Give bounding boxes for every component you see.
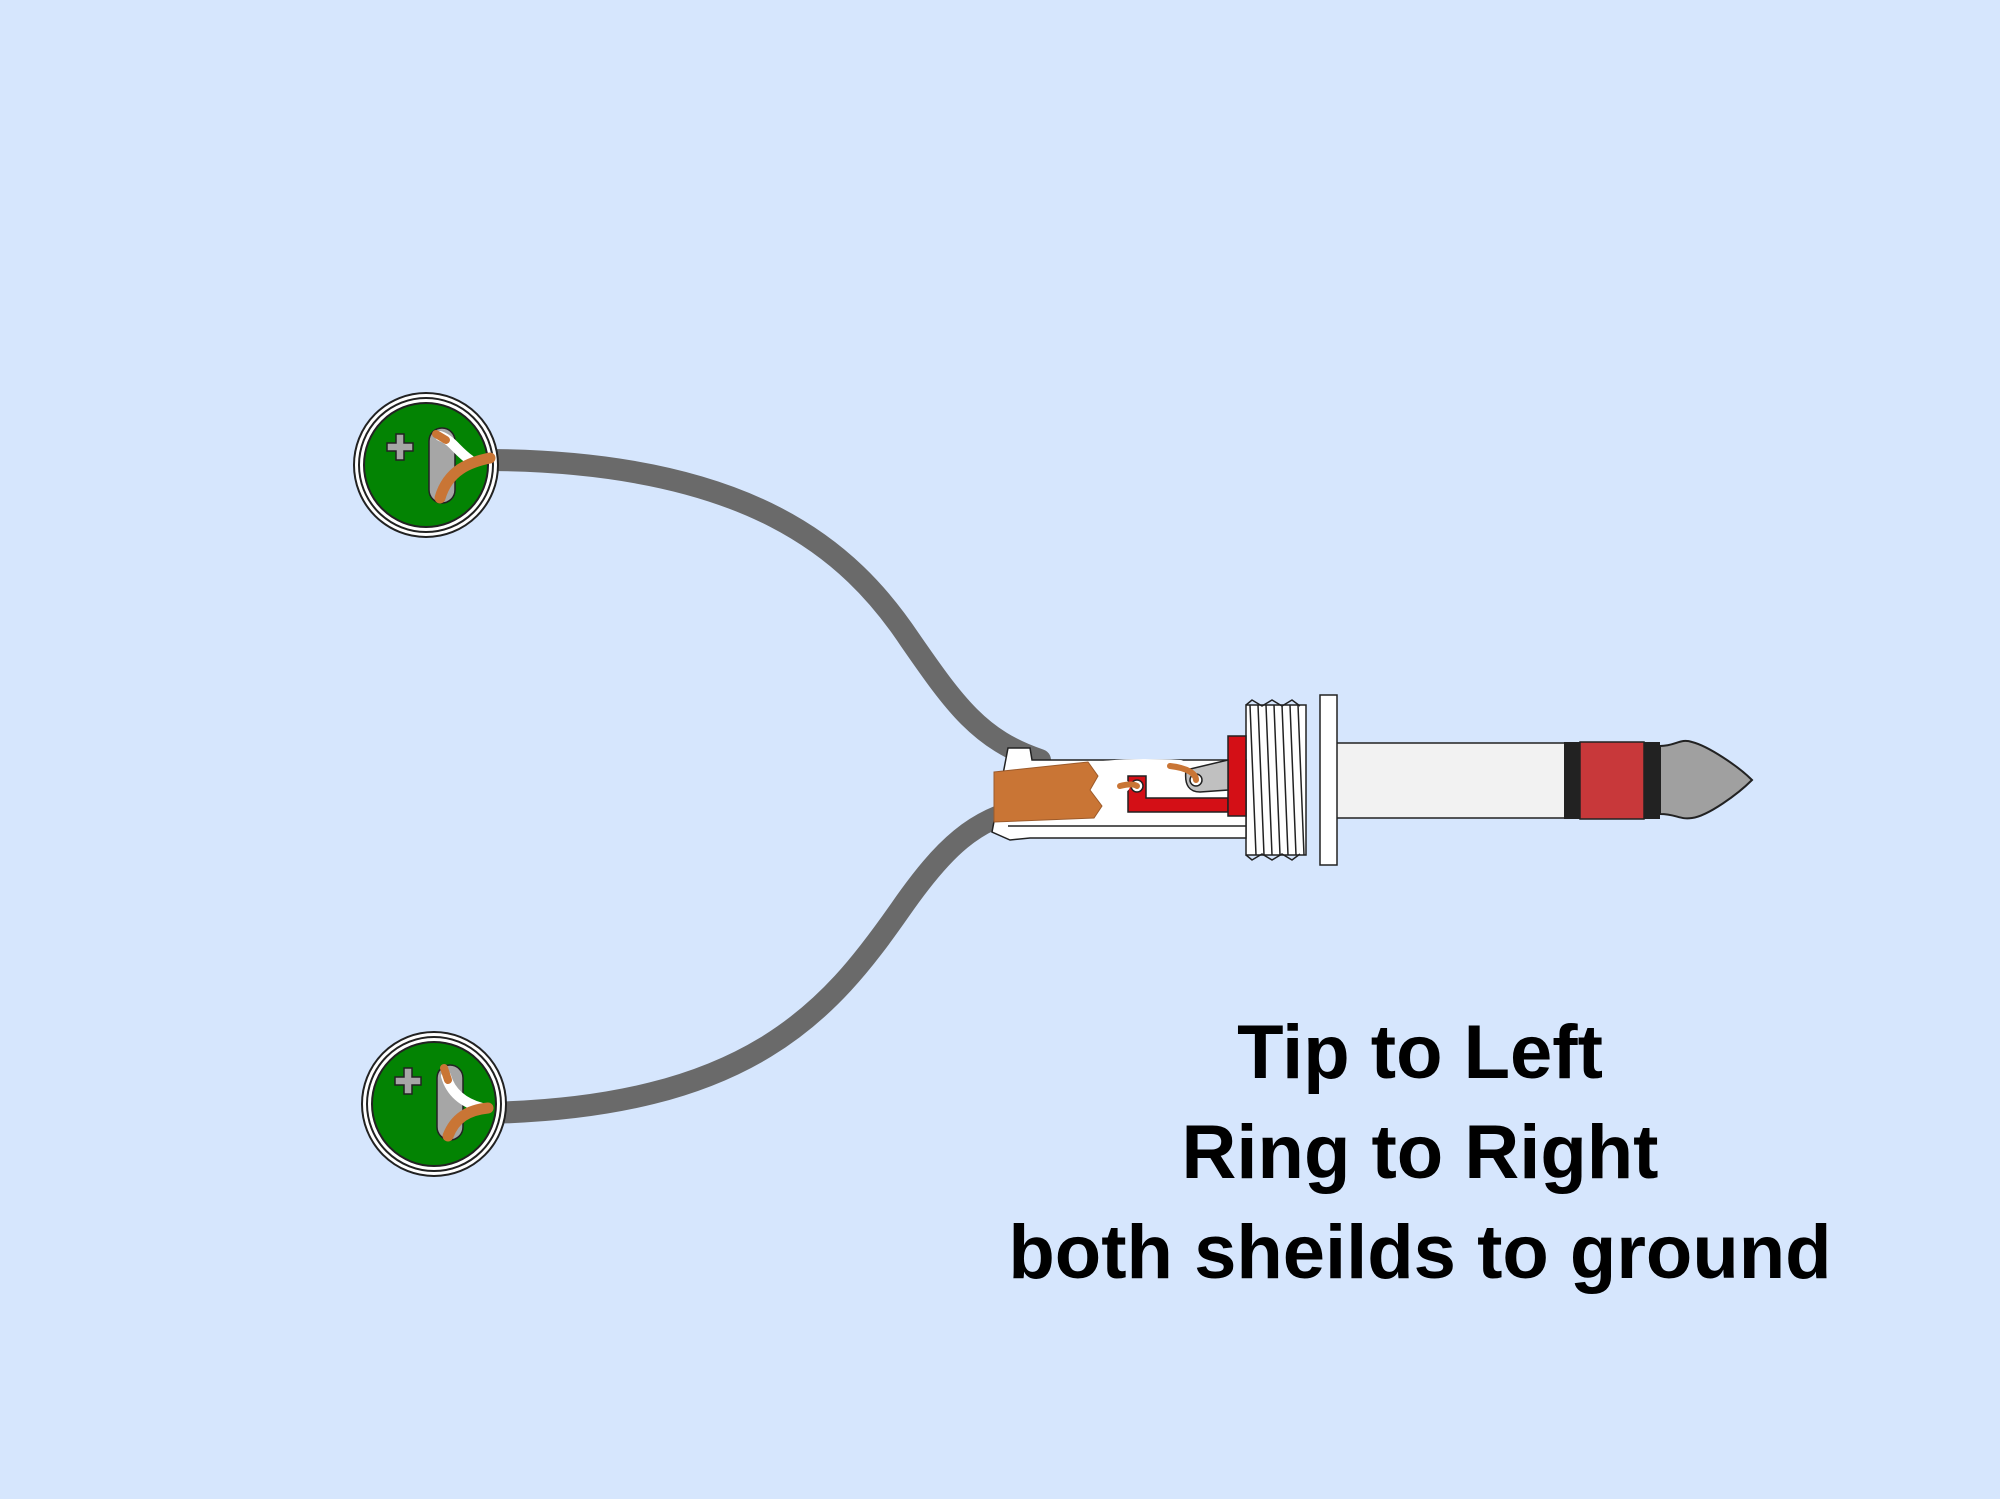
bottom-pickup	[361, 1031, 507, 1177]
plug-white-wire-top	[1076, 759, 1186, 776]
caption-tip-line: Tip to Left	[1237, 1010, 1603, 1095]
top-pickup	[353, 392, 499, 538]
bottom-cable	[474, 797, 1036, 1124]
plug-threads	[1245, 699, 1307, 861]
plug-ring	[1579, 741, 1645, 820]
plug-tip	[1659, 739, 1754, 820]
plug-flange	[1319, 694, 1338, 866]
plug-insulator-1	[1564, 742, 1580, 819]
plus-terminal-icon	[386, 433, 414, 461]
caption-ring-line: Ring to Right	[1181, 1110, 1659, 1195]
plus-terminal-icon	[394, 1067, 422, 1095]
trs-plug	[991, 694, 1754, 866]
top-cable	[479, 449, 1051, 771]
plug-shield-wrap	[993, 761, 1103, 823]
plug-copper-wire-top	[1167, 763, 1199, 783]
wiring-caption: Tip to Left Ring to Right both sheilds t…	[960, 1003, 1880, 1303]
plug-insulator-2	[1644, 742, 1660, 819]
plug-copper-wire-bottom	[1117, 781, 1140, 789]
top-shield-wire	[434, 452, 496, 504]
bottom-shield-wire	[442, 1102, 494, 1142]
plug-sleeve	[1335, 742, 1567, 819]
bottom-copper-tip	[440, 1064, 452, 1084]
top-copper-tip	[432, 430, 450, 444]
ring-terminal-lug	[1227, 735, 1247, 817]
caption-ground-line: both sheilds to ground	[1008, 1210, 1832, 1295]
